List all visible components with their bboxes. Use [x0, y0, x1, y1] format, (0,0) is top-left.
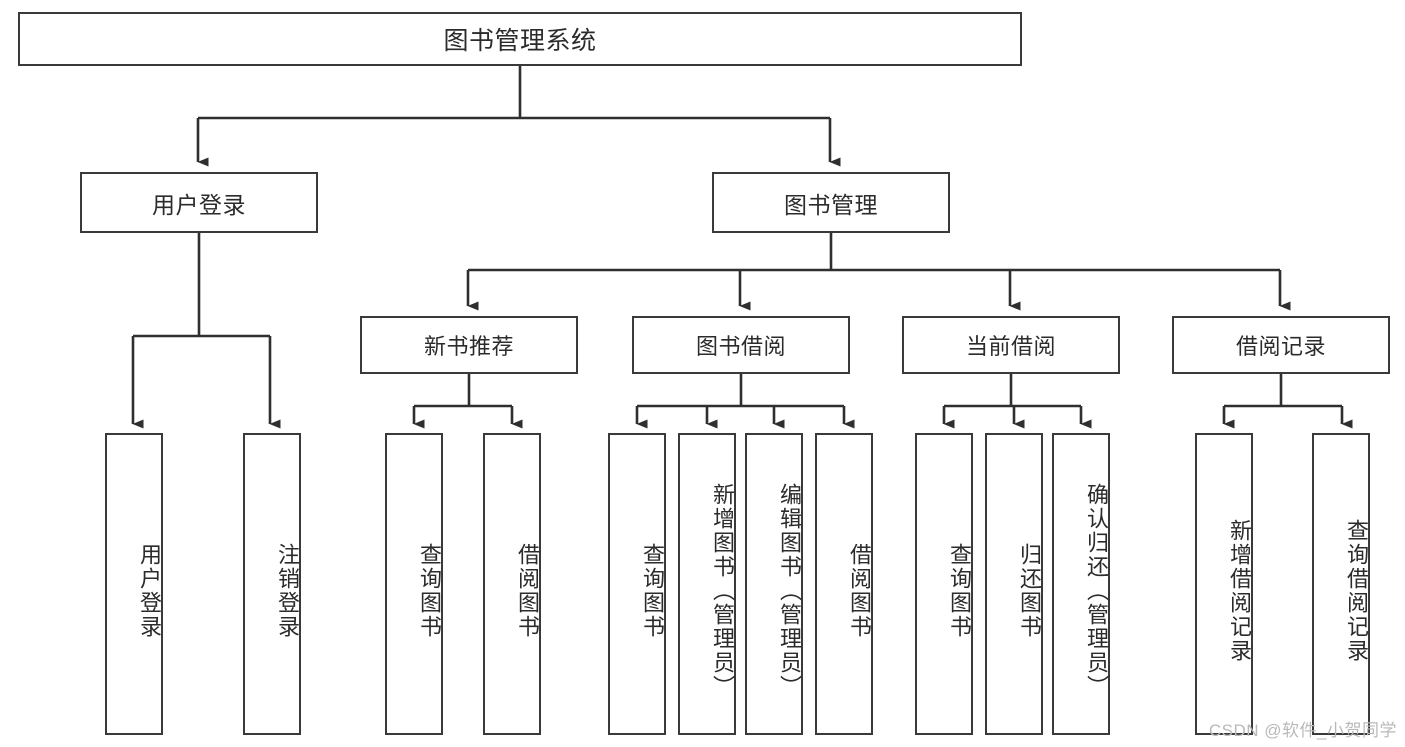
node-label: 借阅图书: [515, 543, 540, 639]
leaf-confirm-return-admin[interactable]: 确认归还（管理员）: [1052, 433, 1110, 735]
leaf-query-book-borrow[interactable]: 查询图书: [608, 433, 666, 735]
node-label: 新增借阅记录: [1227, 519, 1252, 663]
csdn-watermark: CSDN @软件_小贺同学: [1208, 721, 1397, 740]
leaf-query-book-recommend[interactable]: 查询图书: [385, 433, 443, 735]
leaf-add-borrow-record[interactable]: 新增借阅记录: [1195, 433, 1253, 735]
node-new-book-recommend[interactable]: 新书推荐: [360, 316, 578, 374]
node-book-management[interactable]: 图书管理: [712, 172, 950, 233]
node-label: 新书推荐: [423, 334, 514, 359]
leaf-edit-book-admin[interactable]: 编辑图书（管理员）: [745, 433, 803, 735]
node-label: 图书管理系统: [443, 27, 597, 55]
node-borrow-record[interactable]: 借阅记录: [1172, 316, 1390, 374]
node-label: 确认归还（管理员）: [1084, 483, 1109, 699]
node-label: 借阅记录: [1235, 334, 1326, 359]
node-user-login[interactable]: 用户登录: [80, 172, 318, 233]
node-label: 查询图书: [417, 543, 442, 639]
leaf-query-book-current[interactable]: 查询图书: [915, 433, 973, 735]
node-label: 查询借阅记录: [1344, 519, 1369, 663]
node-label: 当前借阅: [965, 334, 1056, 359]
node-root-system[interactable]: 图书管理系统: [18, 12, 1022, 66]
leaf-borrow-book-recommend[interactable]: 借阅图书: [483, 433, 541, 735]
node-label: 编辑图书（管理员）: [777, 483, 802, 699]
node-label: 用户登录: [137, 543, 162, 639]
node-label: 用户登录: [152, 191, 246, 218]
node-label: 借阅图书: [847, 543, 872, 639]
leaf-add-book-admin[interactable]: 新增图书（管理员）: [678, 433, 736, 735]
node-label: 图书借阅: [695, 334, 786, 359]
node-label: 图书管理: [784, 191, 878, 218]
node-label: 查询图书: [947, 543, 972, 639]
node-label: 注销登录: [275, 543, 300, 639]
leaf-return-book[interactable]: 归还图书: [985, 433, 1043, 735]
node-book-borrow[interactable]: 图书借阅: [632, 316, 850, 374]
leaf-user-logout[interactable]: 注销登录: [243, 433, 301, 735]
node-label: 归还图书: [1017, 543, 1042, 639]
leaf-borrow-book[interactable]: 借阅图书: [815, 433, 873, 735]
leaf-query-borrow-record[interactable]: 查询借阅记录: [1312, 433, 1370, 735]
leaf-user-login[interactable]: 用户登录: [105, 433, 163, 735]
node-current-borrow[interactable]: 当前借阅: [902, 316, 1120, 374]
node-label: 查询图书: [640, 543, 665, 639]
node-label: 新增图书（管理员）: [710, 483, 735, 699]
